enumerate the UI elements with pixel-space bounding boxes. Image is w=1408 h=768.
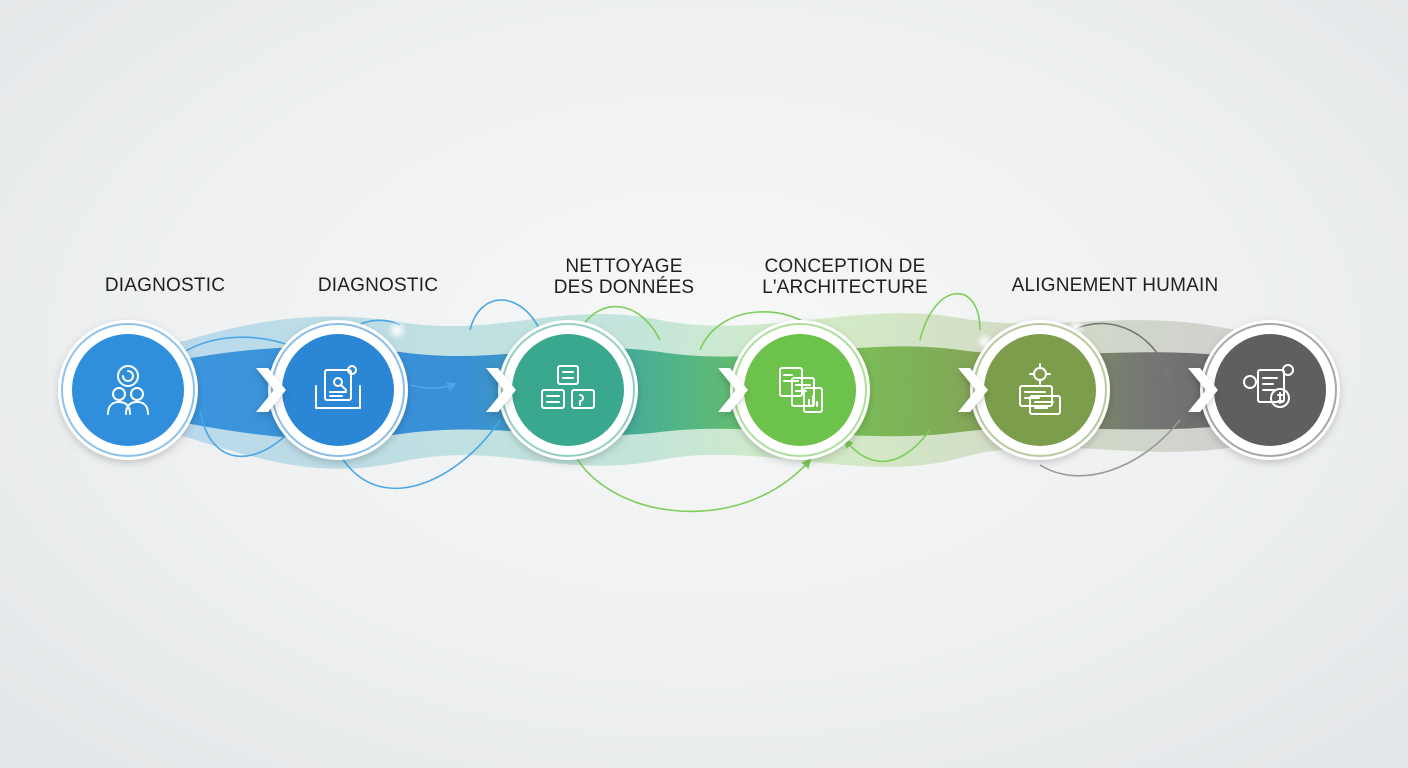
step-node-3: [498, 320, 638, 460]
node-core: [984, 334, 1096, 446]
node-ring-border: [1203, 323, 1337, 457]
document-search-icon: [315, 365, 361, 409]
document-network-icon: [1243, 364, 1294, 408]
node-ring-border: [271, 323, 405, 457]
node-ring-border: [61, 323, 195, 457]
settings-document-icon: [1019, 363, 1061, 415]
connector-curve: [579, 305, 661, 341]
connector-curve: [1039, 419, 1181, 477]
node-ring-border: [973, 323, 1107, 457]
people-icon: [107, 365, 149, 415]
step-node-4: [730, 320, 870, 460]
chevron-connector: [256, 368, 286, 412]
chevron-connector: [718, 368, 748, 412]
step-label-1: DIAGNOSTIC: [104, 275, 226, 296]
chevron-connector: [486, 368, 516, 412]
step-label-3: NETTOYAGE DES DONNÉES: [553, 256, 695, 298]
node-core: [72, 334, 184, 446]
node-core: [512, 334, 624, 446]
chevron-connector: [1188, 368, 1218, 412]
step-label-2: DIAGNOSTIC: [317, 275, 439, 296]
connector-curve: [569, 444, 812, 513]
connector-curve: [843, 429, 931, 463]
connector-curve: [409, 382, 457, 392]
step-label-4: CONCEPTION DE L'ARCHITECTURE: [762, 256, 928, 298]
node-ring-border: [501, 323, 635, 457]
step-node-5: [970, 320, 1110, 460]
node-ring-border: [733, 323, 867, 457]
connector-curve: [919, 292, 981, 341]
step-node-2: [268, 320, 408, 460]
step-label-5: ALIGNEMENT HUMAIN: [1011, 275, 1219, 296]
node-core: [282, 334, 394, 446]
step-node-1: [58, 320, 198, 460]
architecture-documents-icon: [779, 367, 823, 413]
data-blocks-icon: [541, 365, 595, 409]
connector-curve: [339, 419, 501, 490]
connector-curve: [469, 299, 541, 331]
chevron-connector: [958, 368, 988, 412]
step-node-6: [1200, 320, 1340, 460]
